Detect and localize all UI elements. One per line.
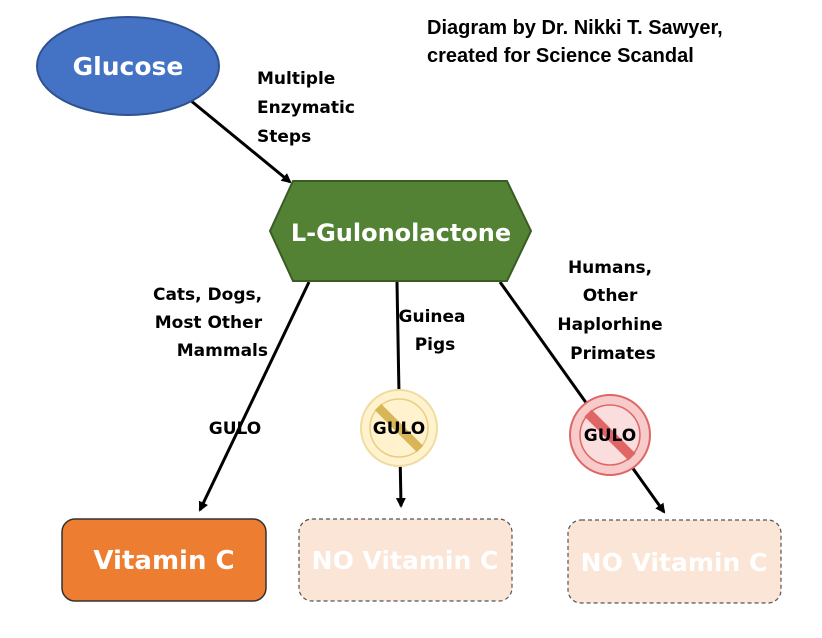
no-vitamin-c-guinea-label: NO Vitamin C: [312, 546, 499, 575]
arrow-humans-to-no-vitamin-c: [498, 281, 666, 514]
humans-line-2: Other: [583, 286, 638, 306]
credit-line-1: Diagram by Dr. Nikki T. Sawyer,: [427, 17, 723, 39]
credit-line-2: created for Science Scandal: [427, 45, 694, 67]
enzymatic-steps-line-1: Multiple: [257, 69, 335, 89]
no-vitamin-c-box-humans: NO Vitamin C: [567, 519, 782, 604]
gulo-humans-label: GULO: [584, 426, 636, 446]
prohibition-icon: [360, 389, 438, 467]
no-vitamin-c-humans-label: NO Vitamin C: [581, 548, 768, 577]
cats-dogs-line-2: Most Other: [155, 313, 263, 333]
humans-line-3: Haplorhine: [557, 315, 662, 335]
glucose-label: Glucose: [73, 52, 184, 81]
guinea-prohibition-slash: [374, 403, 424, 453]
humans-prohibition-slash: [584, 409, 636, 461]
guinea-pigs-line-1: Guinea: [399, 307, 466, 327]
gulonolactone-node: L-Gulonolactone: [268, 180, 533, 282]
glucose-node: Glucose: [36, 16, 220, 116]
humans-line-1: Humans,: [568, 258, 652, 278]
gulo-cats-label: GULO: [209, 419, 261, 439]
cats-dogs-line-3: Mammals: [177, 341, 268, 361]
guinea-pigs-label: Guinea Pigs: [399, 307, 472, 355]
arrow-to-vitamin-c: [198, 281, 311, 512]
enzymatic-steps-line-2: Enzymatic: [257, 98, 355, 118]
enzymatic-steps-label: Multiple Enzymatic Steps: [257, 69, 361, 147]
guinea-pigs-line-2: Pigs: [415, 335, 456, 355]
prohibition-icon: [569, 394, 651, 476]
gulonolactone-label: L-Gulonolactone: [291, 219, 511, 247]
cats-dogs-label: Cats, Dogs, Most Other Mammals: [153, 285, 268, 361]
no-vitamin-c-box-humans-shape: [567, 519, 782, 604]
guinea-prohibition-inner: [369, 398, 429, 458]
vitamin-c-box-cats-shape: [61, 518, 267, 602]
gulonolactone-hexagon: [268, 180, 533, 282]
no-vitamin-c-box-guinea-shape: [298, 518, 513, 602]
humans-line-4: Primates: [570, 344, 656, 364]
vitamin-c-box-cats: Vitamin C: [61, 518, 267, 602]
gulo-guinea-label: GULO: [373, 419, 425, 439]
humans-label: Humans, Other Haplorhine Primates: [557, 258, 668, 364]
diagram-credit: Diagram by Dr. Nikki T. Sawyer, created …: [427, 14, 723, 70]
glucose-ellipse: [36, 16, 220, 116]
vitamin-c-cats-label: Vitamin C: [93, 546, 234, 576]
no-vitamin-c-box-guinea: NO Vitamin C: [298, 518, 513, 602]
cats-dogs-line-1: Cats, Dogs,: [153, 285, 262, 305]
enzymatic-steps-line-3: Steps: [257, 127, 311, 147]
arrow-glucose-to-gulonolactone: [189, 98, 292, 184]
